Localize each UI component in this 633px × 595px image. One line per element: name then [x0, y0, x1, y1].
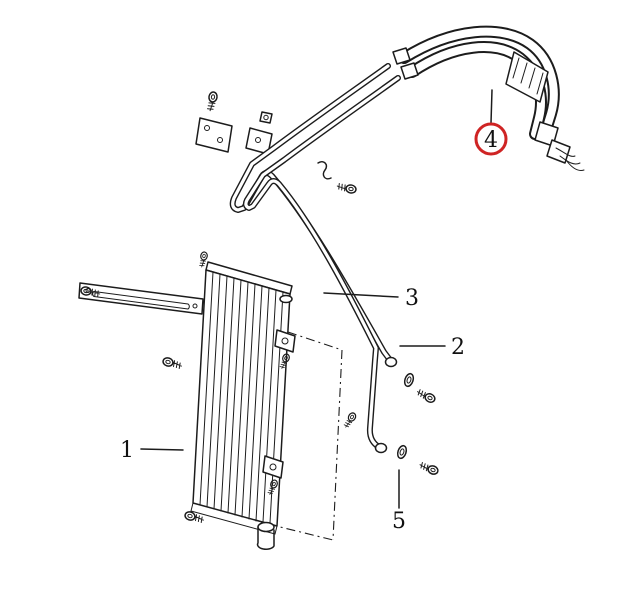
mounting-bracket-bar [78, 282, 204, 315]
oil-tube-lower [242, 75, 401, 450]
washer-upper [402, 371, 416, 389]
union-bolt-upper [414, 387, 437, 405]
callout-2: 2 [399, 335, 465, 360]
washer-lower [395, 443, 409, 461]
flare-nut-upper [384, 356, 398, 368]
hose-end-fitting-2 [546, 139, 571, 164]
oil-cooler-core [190, 261, 296, 550]
bolt-pipe-clip [335, 181, 358, 195]
callout-4: 4 [474, 89, 508, 156]
highlight-circle [474, 122, 508, 156]
hose-connector-upper [392, 47, 411, 65]
callout-3: 3 [323, 286, 419, 311]
nut [259, 111, 273, 124]
pipe-clip [317, 160, 332, 180]
callout-label-4: 4 [484, 128, 498, 153]
bolt-top-bracket [205, 90, 219, 113]
oil-hose-assembly [392, 25, 585, 171]
bolt-cooler-left [161, 356, 184, 371]
callout-5: 5 [392, 469, 406, 534]
callout-label-5: 5 [392, 509, 406, 534]
tube-end-fittings [374, 356, 440, 477]
callout-label-2: 2 [451, 335, 465, 360]
flare-nut-lower [374, 442, 388, 454]
callout-1: 1 [120, 438, 184, 463]
union-bolt-lower [417, 460, 440, 477]
hose-sheath [505, 51, 549, 103]
hose-connector-lower [400, 62, 419, 80]
callout-label-3: 3 [405, 286, 419, 311]
bolt-cooler-bottom [183, 510, 206, 525]
callout-label-1: 1 [120, 438, 134, 463]
alignment-dashdot-lines [267, 331, 343, 541]
bolt-tube-mid [342, 410, 358, 430]
